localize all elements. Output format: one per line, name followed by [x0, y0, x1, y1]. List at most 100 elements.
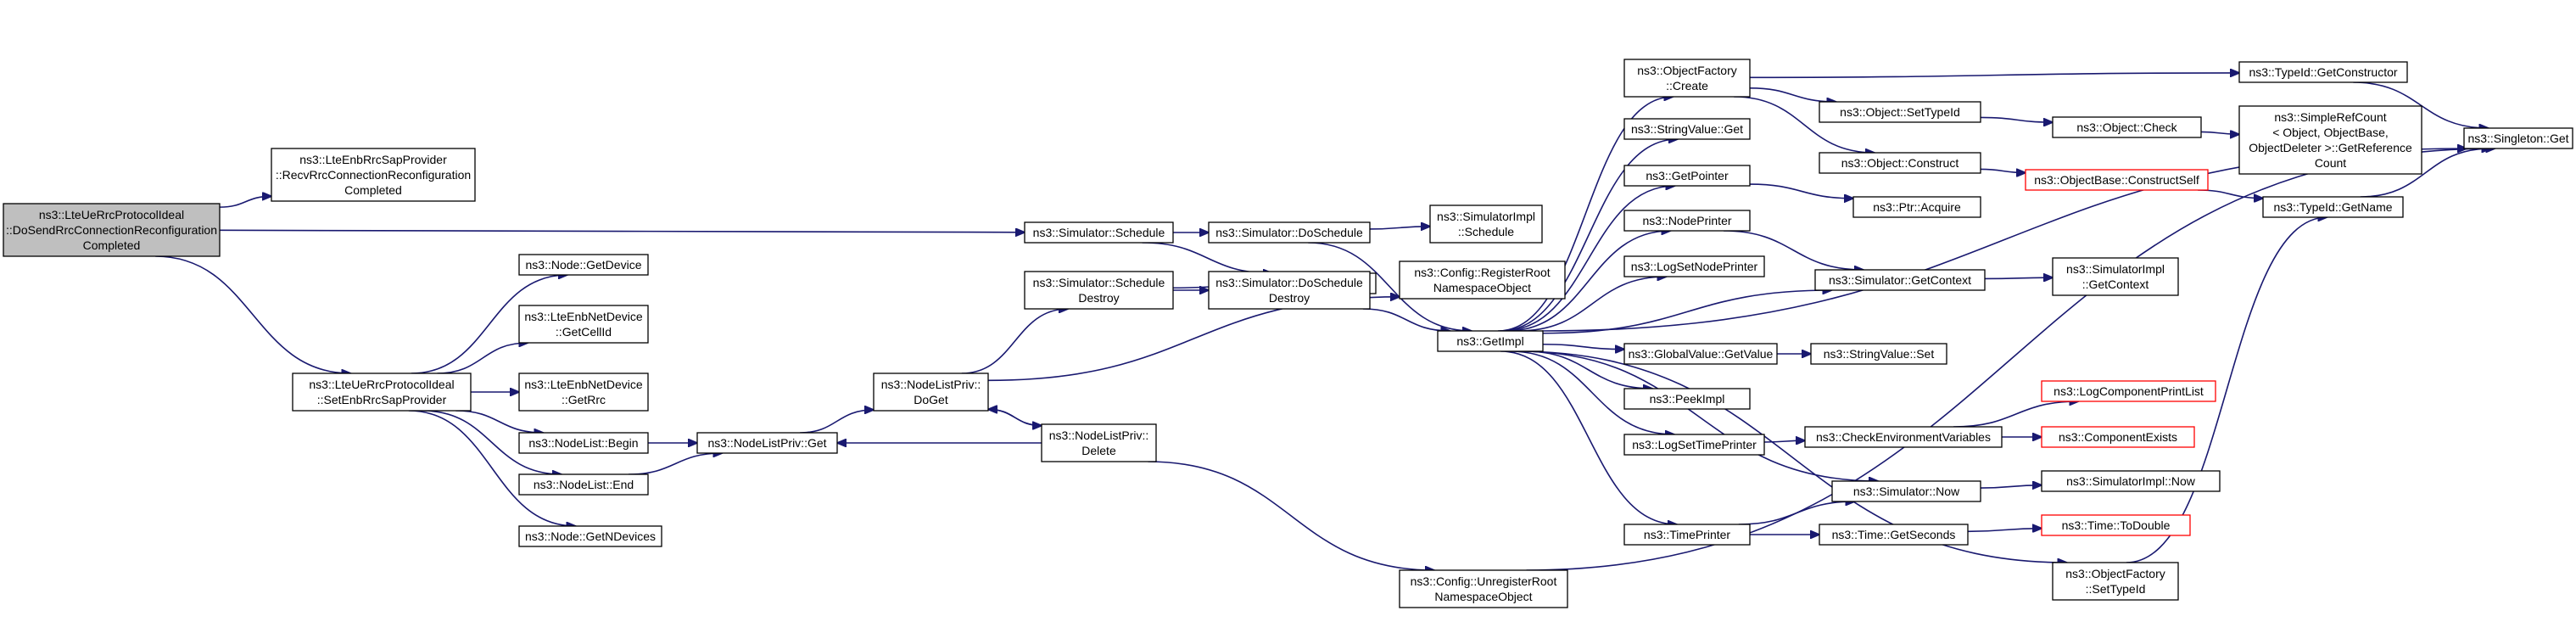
node-getimpl-label-0: ns3::GetImpl [1456, 334, 1523, 348]
node-simnow-label-0: ns3::Simulator::Now [1853, 485, 1960, 498]
node-nlget-label-0: ns3::NodeListPriv::Get [707, 436, 826, 450]
node-schedule[interactable]: ns3::Simulator::Schedule [1024, 221, 1174, 244]
node-compexists-box [2041, 426, 2195, 448]
node-nlget[interactable]: ns3::NodeListPriv::Get [696, 432, 838, 454]
node-gvget[interactable]: ns3::GlobalValue::GetValue [1623, 343, 1778, 365]
edge-getimpl-to-nodeprinter [1506, 231, 1671, 332]
node-getrrc-label-1: ::GetRrc [562, 393, 606, 406]
node-simplerefcount[interactable]: ns3::SimpleRefCount< Object, ObjectBase,… [2238, 105, 2422, 175]
node-objcheck-box [2052, 116, 2202, 138]
node-simplerefcount-label-0: ns3::SimpleRefCount [2274, 110, 2386, 124]
node-end[interactable]: ns3::NodeList::End [518, 473, 649, 496]
node-peekimpl[interactable]: ns3::PeekImpl [1623, 388, 1751, 410]
node-simnow-box [1831, 480, 1981, 502]
node-timeprinter-box [1623, 524, 1751, 546]
node-simplerefcount-label-2: ObjectDeleter >::GetReference [2249, 141, 2412, 154]
node-implnow[interactable]: ns3::SimulatorImpl::Now [2041, 470, 2221, 492]
node-nodeprinter[interactable]: ns3::NodePrinter [1623, 210, 1751, 232]
node-construct[interactable]: ns3::Object::Construct [1819, 152, 1981, 174]
node-ptracquire[interactable]: ns3::Ptr::Acquire [1852, 196, 1981, 218]
node-implgetcontext-label-0: ns3::SimulatorImpl [2066, 262, 2165, 276]
node-implschedule[interactable]: ns3::SimulatorImpl::Schedule [1429, 204, 1543, 244]
node-logtimeprinter-box [1623, 434, 1765, 456]
node-getconstructor[interactable]: ns3::TypeId::GetConstructor [2238, 61, 2408, 83]
node-implschedule-box [1429, 204, 1543, 244]
node-svget[interactable]: ns3::StringValue::Get [1623, 118, 1751, 140]
node-getcontext-box [1814, 269, 1986, 291]
node-ofsettypeid-box [2052, 562, 2179, 601]
edge-setenb-to-getndevices [408, 410, 576, 526]
node-scheddestroy-box [1024, 271, 1174, 310]
node-ofsettypeid-label-0: ns3::ObjectFactory [2065, 567, 2165, 580]
node-gvget-label-0: ns3::GlobalValue::GetValue [1629, 347, 1774, 361]
node-root[interactable]: ns3::LteUeRrcProtocolIdeal::DoSendRrcCon… [3, 203, 221, 257]
node-getcontext[interactable]: ns3::Simulator::GetContext [1814, 269, 1986, 291]
node-getcellid-label-1: ::GetCellId [556, 325, 612, 339]
node-logcomp[interactable]: ns3::LogComponentPrintList [2041, 380, 2216, 402]
node-getcellid-box [518, 305, 649, 344]
node-ofsettypeid-label-1: ::SetTypeId [2086, 582, 2146, 596]
node-logtimeprinter-label-0: ns3::LogSetTimePrinter [1632, 438, 1757, 451]
node-compexists[interactable]: ns3::ComponentExists [2041, 426, 2195, 448]
node-recv[interactable]: ns3::LteEnbRrcSapProvider::RecvRrcConnec… [271, 148, 476, 202]
edge-checkenv-to-logcomp [1953, 401, 2079, 428]
node-checkenv-box [1804, 426, 2003, 448]
node-simnow[interactable]: ns3::Simulator::Now [1831, 480, 1981, 502]
node-logtimeprinter[interactable]: ns3::LogSetTimePrinter [1623, 434, 1765, 456]
node-ofsettypeid[interactable]: ns3::ObjectFactory::SetTypeId [2052, 562, 2179, 601]
node-constructself[interactable]: ns3::ObjectBase::ConstructSelf [2025, 169, 2209, 191]
node-recv-label-1: ::RecvRrcConnectionReconfiguration [276, 168, 471, 182]
edge-constructself-to-gettypename [2198, 189, 2263, 199]
node-unregister[interactable]: ns3::Config::UnregisterRootNamespaceObje… [1399, 569, 1568, 608]
node-checkenv[interactable]: ns3::CheckEnvironmentVariables [1804, 426, 2003, 448]
node-simplerefcount-label-1: < Object, ObjectBase, [2272, 126, 2389, 139]
node-delete-box [1041, 423, 1157, 462]
node-getconstructor-box [2238, 61, 2408, 83]
node-getrrc[interactable]: ns3::LteEnbNetDevice::GetRrc [518, 373, 649, 412]
node-root-box [3, 203, 221, 257]
node-setenb[interactable]: ns3::LteUeRrcProtocolIdeal::SetEnbRrcSap… [292, 373, 472, 412]
node-ofcreate[interactable]: ns3::ObjectFactory::Create [1623, 59, 1751, 98]
edge-getimpl-to-lognodeprinter [1517, 277, 1667, 332]
node-todouble[interactable]: ns3::Time::ToDouble [2041, 514, 2191, 536]
edge-doscheddestroy-to-getimpl [1362, 308, 1450, 331]
node-begin-label-0: ns3::NodeList::Begin [528, 436, 638, 450]
node-objcheck-label-0: ns3::Object::Check [2076, 120, 2177, 134]
edge-setenb-to-getdevice [411, 275, 567, 374]
node-recv-label-2: Completed [344, 183, 402, 197]
node-singleton-box [2463, 127, 2573, 149]
node-getdevice[interactable]: ns3::Node::GetDevice [518, 254, 649, 276]
node-ptracquire-label-0: ns3::Ptr::Acquire [1873, 200, 1961, 214]
node-doget[interactable]: ns3::NodeListPriv::DoGet [873, 373, 989, 412]
node-getcontext-label-0: ns3::Simulator::GetContext [1829, 273, 1971, 287]
node-doscheddestroy-label-1: Destroy [1269, 291, 1310, 305]
node-lognodeprinter[interactable]: ns3::LogSetNodePrinter [1623, 255, 1765, 277]
node-singleton[interactable]: ns3::Singleton::Get [2463, 127, 2573, 149]
node-settypeid[interactable]: ns3::Object::SetTypeId [1819, 101, 1981, 123]
node-getseconds[interactable]: ns3::Time::GetSeconds [1819, 524, 1969, 546]
node-recv-label-0: ns3::LteEnbRrcSapProvider [299, 153, 447, 166]
node-getcellid[interactable]: ns3::LteEnbNetDevice::GetCellId [518, 305, 649, 344]
node-svset[interactable]: ns3::StringValue::Set [1810, 343, 1947, 365]
node-gettypename[interactable]: ns3::TypeId::GetName [2262, 196, 2404, 218]
node-timeprinter[interactable]: ns3::TimePrinter [1623, 524, 1751, 546]
node-getimpl[interactable]: ns3::GetImpl [1437, 330, 1544, 352]
node-getndevices[interactable]: ns3::Node::GetNDevices [518, 525, 662, 547]
node-getseconds-label-0: ns3::Time::GetSeconds [1832, 528, 1956, 541]
node-doschedule[interactable]: ns3::Simulator::DoSchedule [1208, 221, 1371, 244]
node-recv-box [271, 148, 476, 202]
edge-getimpl-to-getpointer [1502, 186, 1674, 332]
node-checkenv-label-0: ns3::CheckEnvironmentVariables [1816, 430, 1991, 444]
node-implgetcontext[interactable]: ns3::SimulatorImpl::GetContext [2052, 257, 2179, 296]
node-lognodeprinter-label-0: ns3::LogSetNodePrinter [1631, 260, 1758, 273]
node-delete[interactable]: ns3::NodeListPriv::Delete [1041, 423, 1157, 462]
node-objcheck[interactable]: ns3::Object::Check [2052, 116, 2202, 138]
node-logcomp-label-0: ns3::LogComponentPrintList [2054, 384, 2204, 398]
node-constructself-box [2025, 169, 2209, 191]
node-getpointer[interactable]: ns3::GetPointer [1623, 165, 1751, 187]
node-unregister-label-0: ns3::Config::UnregisterRoot [1411, 574, 1557, 588]
node-begin[interactable]: ns3::NodeList::Begin [518, 432, 649, 454]
